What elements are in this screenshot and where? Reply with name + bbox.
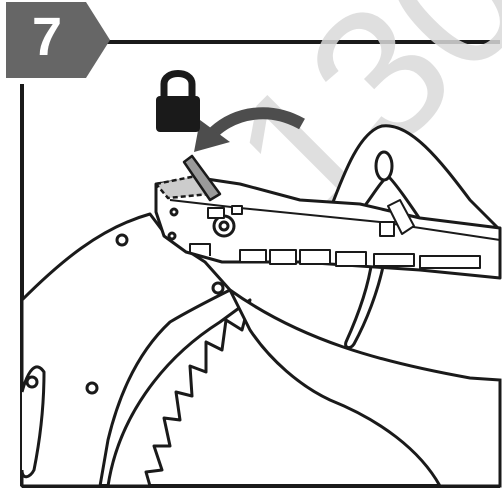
step-number: 7 [8,2,86,72]
base-hole [213,283,223,293]
base-hole [87,383,97,393]
lock-icon [156,74,200,133]
base-hole [27,377,37,387]
base-hole [117,235,127,245]
lock-tab [156,156,220,200]
